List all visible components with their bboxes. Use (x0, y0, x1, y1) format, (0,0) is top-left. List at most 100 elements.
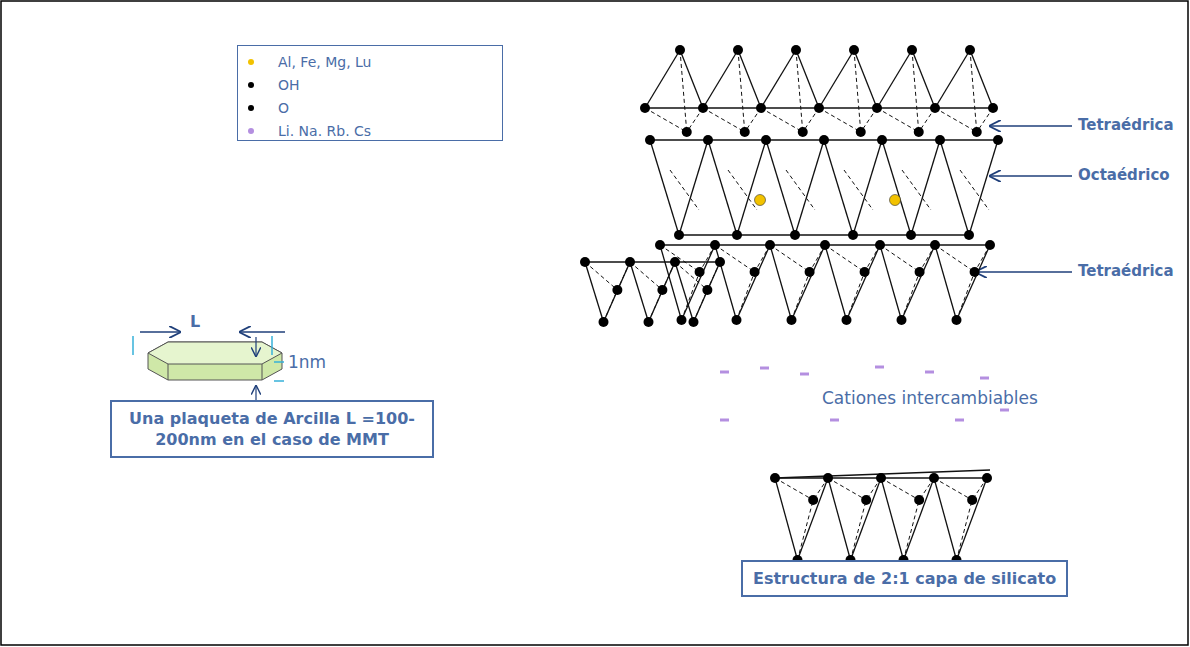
bond-line (957, 478, 988, 560)
platelet-caption-box: Una plaqueta de Arcilla L =100-200nm en … (110, 400, 434, 458)
cation-mark (800, 373, 809, 376)
legend-row: O (248, 96, 502, 119)
legend-text: OH (278, 77, 300, 93)
atom-dot (872, 103, 882, 113)
bond-line (630, 262, 662, 290)
bond-line (679, 234, 737, 235)
bond-line (904, 478, 935, 560)
bond-line (828, 477, 881, 478)
atom-dot (849, 45, 859, 55)
atom-dot (732, 315, 742, 325)
atom-dot (861, 495, 871, 505)
atom-dot (890, 195, 901, 206)
bond-line (854, 50, 861, 132)
bond-line (775, 478, 813, 500)
legend-swatch (248, 59, 254, 65)
atom-dot (823, 473, 833, 483)
cation-label: Cationes intercambiables (822, 388, 1038, 408)
bond-line (940, 139, 998, 140)
bond-line (904, 500, 920, 560)
bond-line (882, 140, 911, 235)
bond-line (819, 108, 861, 132)
atom-dot (819, 135, 829, 145)
atom-dot (674, 230, 684, 240)
atom-dot (675, 45, 685, 55)
bond-line (645, 107, 703, 108)
bond-line (645, 108, 687, 132)
atom-dot (914, 127, 924, 137)
bond-line (703, 50, 738, 108)
bond-line (902, 170, 931, 210)
bond-line (911, 140, 940, 235)
legend-swatch (248, 105, 254, 111)
bond-line (847, 245, 881, 320)
bond-line (957, 272, 975, 320)
atom-dot (790, 230, 800, 240)
cation-mark (830, 419, 839, 422)
bond-line (825, 244, 880, 245)
bond-line (708, 140, 737, 235)
atom-dot (791, 45, 801, 55)
bond-line (715, 244, 770, 245)
cation-mark (875, 366, 884, 369)
cation-mark (760, 367, 769, 370)
bond-line (660, 245, 682, 320)
bond-line (853, 234, 911, 235)
atom-dot (645, 135, 655, 145)
atom-dot (964, 230, 974, 240)
bond-line (819, 107, 877, 108)
bond-line (935, 245, 975, 272)
atom-dot (682, 127, 692, 137)
clay-platelet (133, 332, 285, 402)
atom-dot (848, 230, 858, 240)
bond-line (792, 272, 810, 320)
bond-line (902, 272, 920, 320)
caption-text: Estructura de 2:1 capa de silicato (753, 568, 1056, 589)
bond-line (824, 140, 853, 235)
atom-dot (814, 103, 824, 113)
cation-mark (720, 371, 729, 374)
atom-dot (906, 230, 916, 240)
bond-line (851, 500, 867, 560)
bond-line (649, 290, 663, 322)
atom-dot (860, 267, 870, 277)
bond-line (737, 234, 795, 235)
bond-line (792, 245, 826, 320)
bond-line (694, 262, 721, 322)
bond-line (877, 50, 912, 108)
bond-line (851, 478, 882, 560)
bond-line (912, 50, 935, 108)
bond-line (819, 50, 854, 108)
atom-dot (655, 240, 665, 250)
bond-line (912, 50, 919, 132)
layer-label: Tetraédrica (1078, 116, 1174, 134)
bond-line (630, 262, 649, 322)
structure-caption-box: Estructura de 2:1 capa de silicato (741, 560, 1068, 597)
legend-box: Al, Fe, Mg, LuOHOLi. Na. Rb. Cs (237, 45, 503, 141)
bond-line (880, 244, 935, 245)
atom-dot (689, 317, 699, 327)
cation-mark (1000, 409, 1009, 412)
cation-mark (955, 419, 964, 422)
atom-dot (787, 315, 797, 325)
atom-dot (695, 267, 705, 277)
atom-dot (970, 267, 980, 277)
bond-line (825, 245, 847, 320)
atom-dot (982, 473, 992, 483)
bond-line (881, 478, 919, 500)
dimension-label: 1nm (288, 352, 326, 372)
bond-line (795, 140, 824, 235)
atom-dot (798, 127, 808, 137)
atom-dot (625, 257, 635, 267)
bond-line (824, 139, 882, 140)
bond-line (957, 500, 973, 560)
legend-row: Li. Na. Rb. Cs (248, 119, 502, 141)
legend-swatch (248, 82, 254, 88)
atom-dot (644, 317, 654, 327)
bond-line (703, 107, 761, 108)
atom-dot (914, 495, 924, 505)
bond-line (728, 170, 757, 210)
bond-line (934, 477, 987, 478)
cation-mark (980, 377, 989, 380)
